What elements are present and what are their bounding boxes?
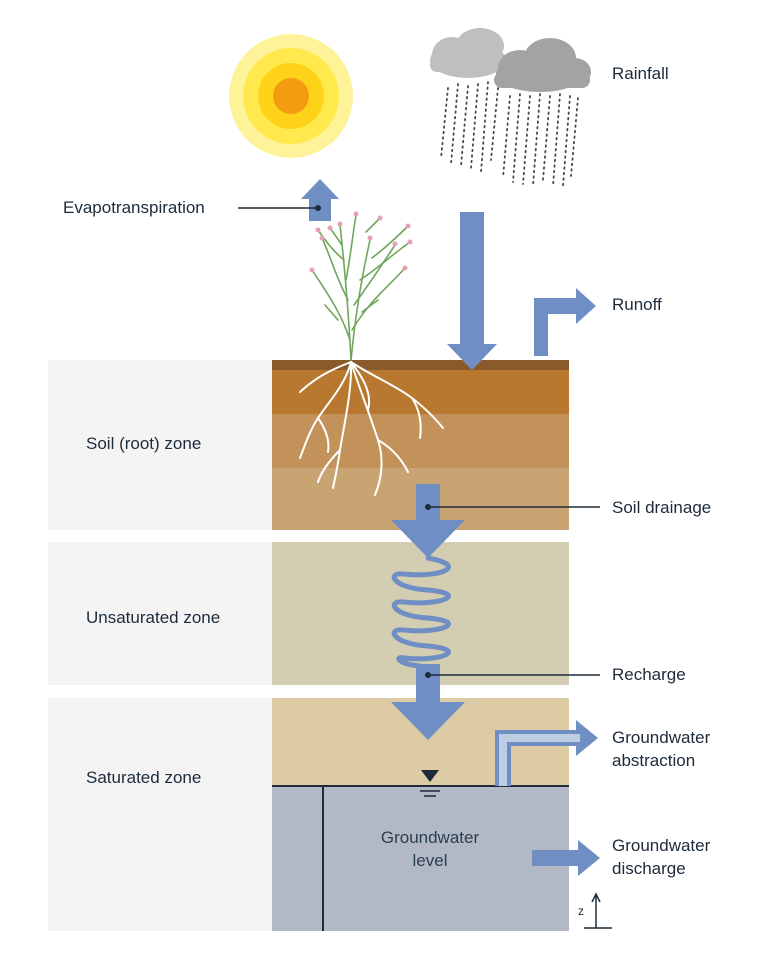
soil-drainage-label: Soil drainage [612,498,712,517]
water-table-symbol [420,770,440,797]
evapotranspiration-arrow [301,179,339,221]
groundwater-abstraction-arrow-inner [499,734,580,786]
rainfall-arrow [447,212,497,370]
plant-icon [311,214,411,361]
evapotranspiration-label: Evapotranspiration [63,198,205,217]
plant-flowers [309,211,413,273]
soil-zone-panel [48,360,274,530]
groundwater-abstraction-label-line2: abstraction [612,751,696,770]
groundwater-level-label-line1: Groundwater [380,828,480,847]
z-axis [584,892,612,929]
recharge-arrow [391,664,465,740]
groundwater-body [272,786,569,931]
unsaturated-zone-panel [48,542,274,685]
groundwater-discharge-label-line1: Groundwater [612,836,711,855]
runoff-arrow [534,288,596,356]
spring-coil [391,555,451,669]
roots-icon [299,361,444,496]
groundwater-level-label-line2: level [412,851,448,870]
rainfall-label: Rainfall [612,64,669,83]
evapotranspiration-dot [315,205,321,211]
groundwater-discharge-label-line2: discharge [612,859,686,878]
sun-icon [229,34,353,158]
soil-root-zone-label: Soil (root) zone [86,434,202,453]
unsaturated-zone-block [272,542,569,685]
unsaturated-zone-label: Unsaturated zone [86,608,221,627]
saturated-zone-panel [48,698,274,931]
soil-drainage-dot [425,504,431,510]
recharge-dot [425,672,431,678]
groundwater-discharge-arrow [532,840,600,876]
rain-icon [440,81,579,187]
groundwater-abstraction-label-line1: Groundwater [612,728,711,747]
soil-drainage-arrow [391,484,465,558]
cloud-icon [430,28,591,92]
saturated-zone-label: Saturated zone [86,768,202,787]
recharge-label: Recharge [612,665,686,684]
z-axis-label: z [578,904,584,918]
runoff-label: Runoff [612,295,662,314]
